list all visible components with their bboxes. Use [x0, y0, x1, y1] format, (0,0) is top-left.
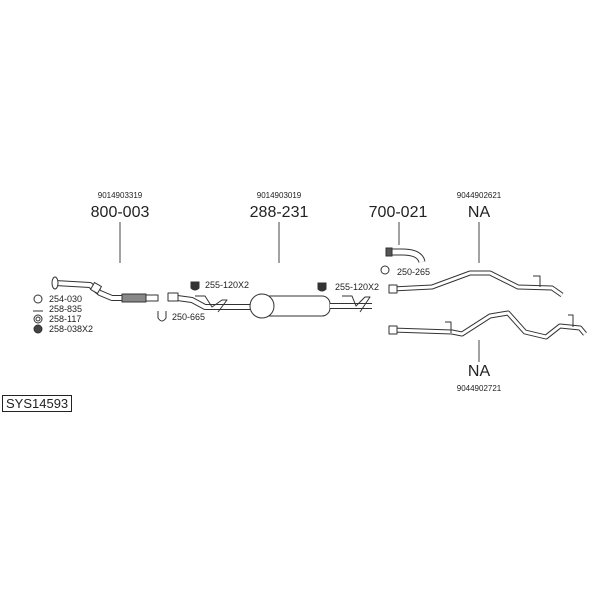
part-number[interactable]: NA	[467, 363, 491, 380]
pipe-clamp-icon	[380, 265, 390, 275]
u-bolt-icon	[157, 311, 167, 322]
part-number[interactable]: 700-021	[368, 204, 428, 221]
part-number[interactable]: 800-003	[90, 204, 150, 221]
clamp-icon	[317, 282, 327, 292]
oe-number: 9044902721	[456, 384, 502, 393]
accessory-label[interactable]: 255-120X2	[335, 282, 380, 292]
part-number[interactable]: 288-231	[249, 204, 309, 221]
gasket-icon	[33, 314, 43, 324]
accessory-label[interactable]: 258-038X2	[49, 324, 94, 334]
front-pipe	[51, 276, 159, 303]
oe-number: 9014903319	[97, 191, 143, 200]
centre-silencer	[167, 292, 372, 319]
accessory-label[interactable]: 255-120X2	[205, 280, 250, 290]
accessory-label[interactable]: 250-665	[172, 312, 206, 322]
accessory-label[interactable]: 254-030	[49, 294, 83, 304]
oe-number: 9014903019	[256, 191, 302, 200]
oe-number: 9044902621	[456, 191, 502, 200]
accessory-label[interactable]: 258-835	[49, 304, 83, 314]
accessory-label[interactable]: 258-117	[49, 314, 82, 324]
rear-pipe-upper	[388, 270, 564, 298]
system-code: SYS14593	[2, 395, 73, 412]
part-number[interactable]: NA	[467, 204, 491, 221]
nut-icon	[33, 324, 43, 334]
clamp-ring-icon	[33, 294, 43, 304]
tail-elbow	[385, 247, 426, 264]
clamp-icon	[190, 281, 200, 291]
rear-pipe-lower	[388, 310, 587, 340]
accessory-label[interactable]: 250-265	[397, 267, 431, 277]
